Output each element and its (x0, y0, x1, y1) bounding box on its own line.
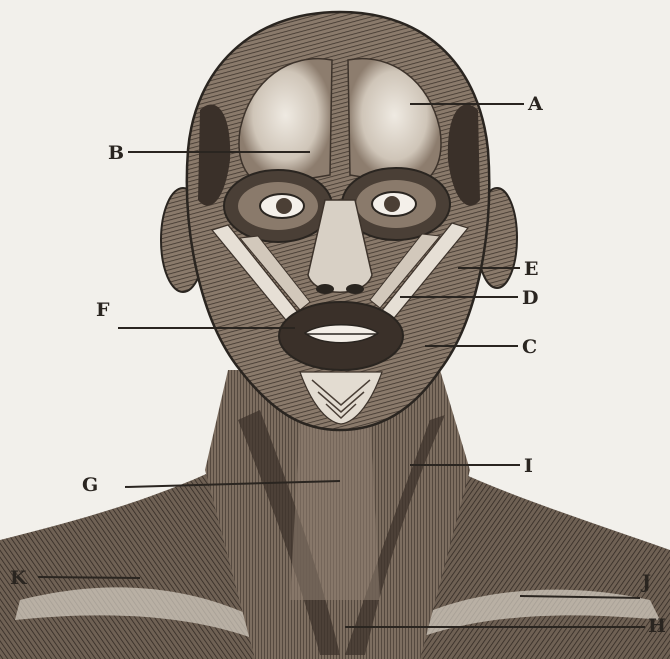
throat-center (290, 420, 380, 600)
label-e: E (524, 258, 538, 280)
label-b: B (108, 142, 124, 164)
label-j: J (640, 571, 651, 593)
label-d: D (522, 287, 538, 309)
label-a: A (527, 93, 543, 115)
head (187, 12, 489, 430)
label-h: H (648, 615, 666, 637)
leader-line-k (38, 577, 140, 578)
label-i: I (524, 455, 533, 477)
left-pupil (276, 198, 292, 214)
label-c: C (522, 336, 537, 358)
right-pupil (384, 196, 400, 212)
left-nostril (316, 284, 334, 294)
label-f: F (96, 299, 110, 321)
label-g: G (82, 474, 98, 496)
label-k: K (10, 567, 28, 589)
right-nostril (346, 284, 364, 294)
